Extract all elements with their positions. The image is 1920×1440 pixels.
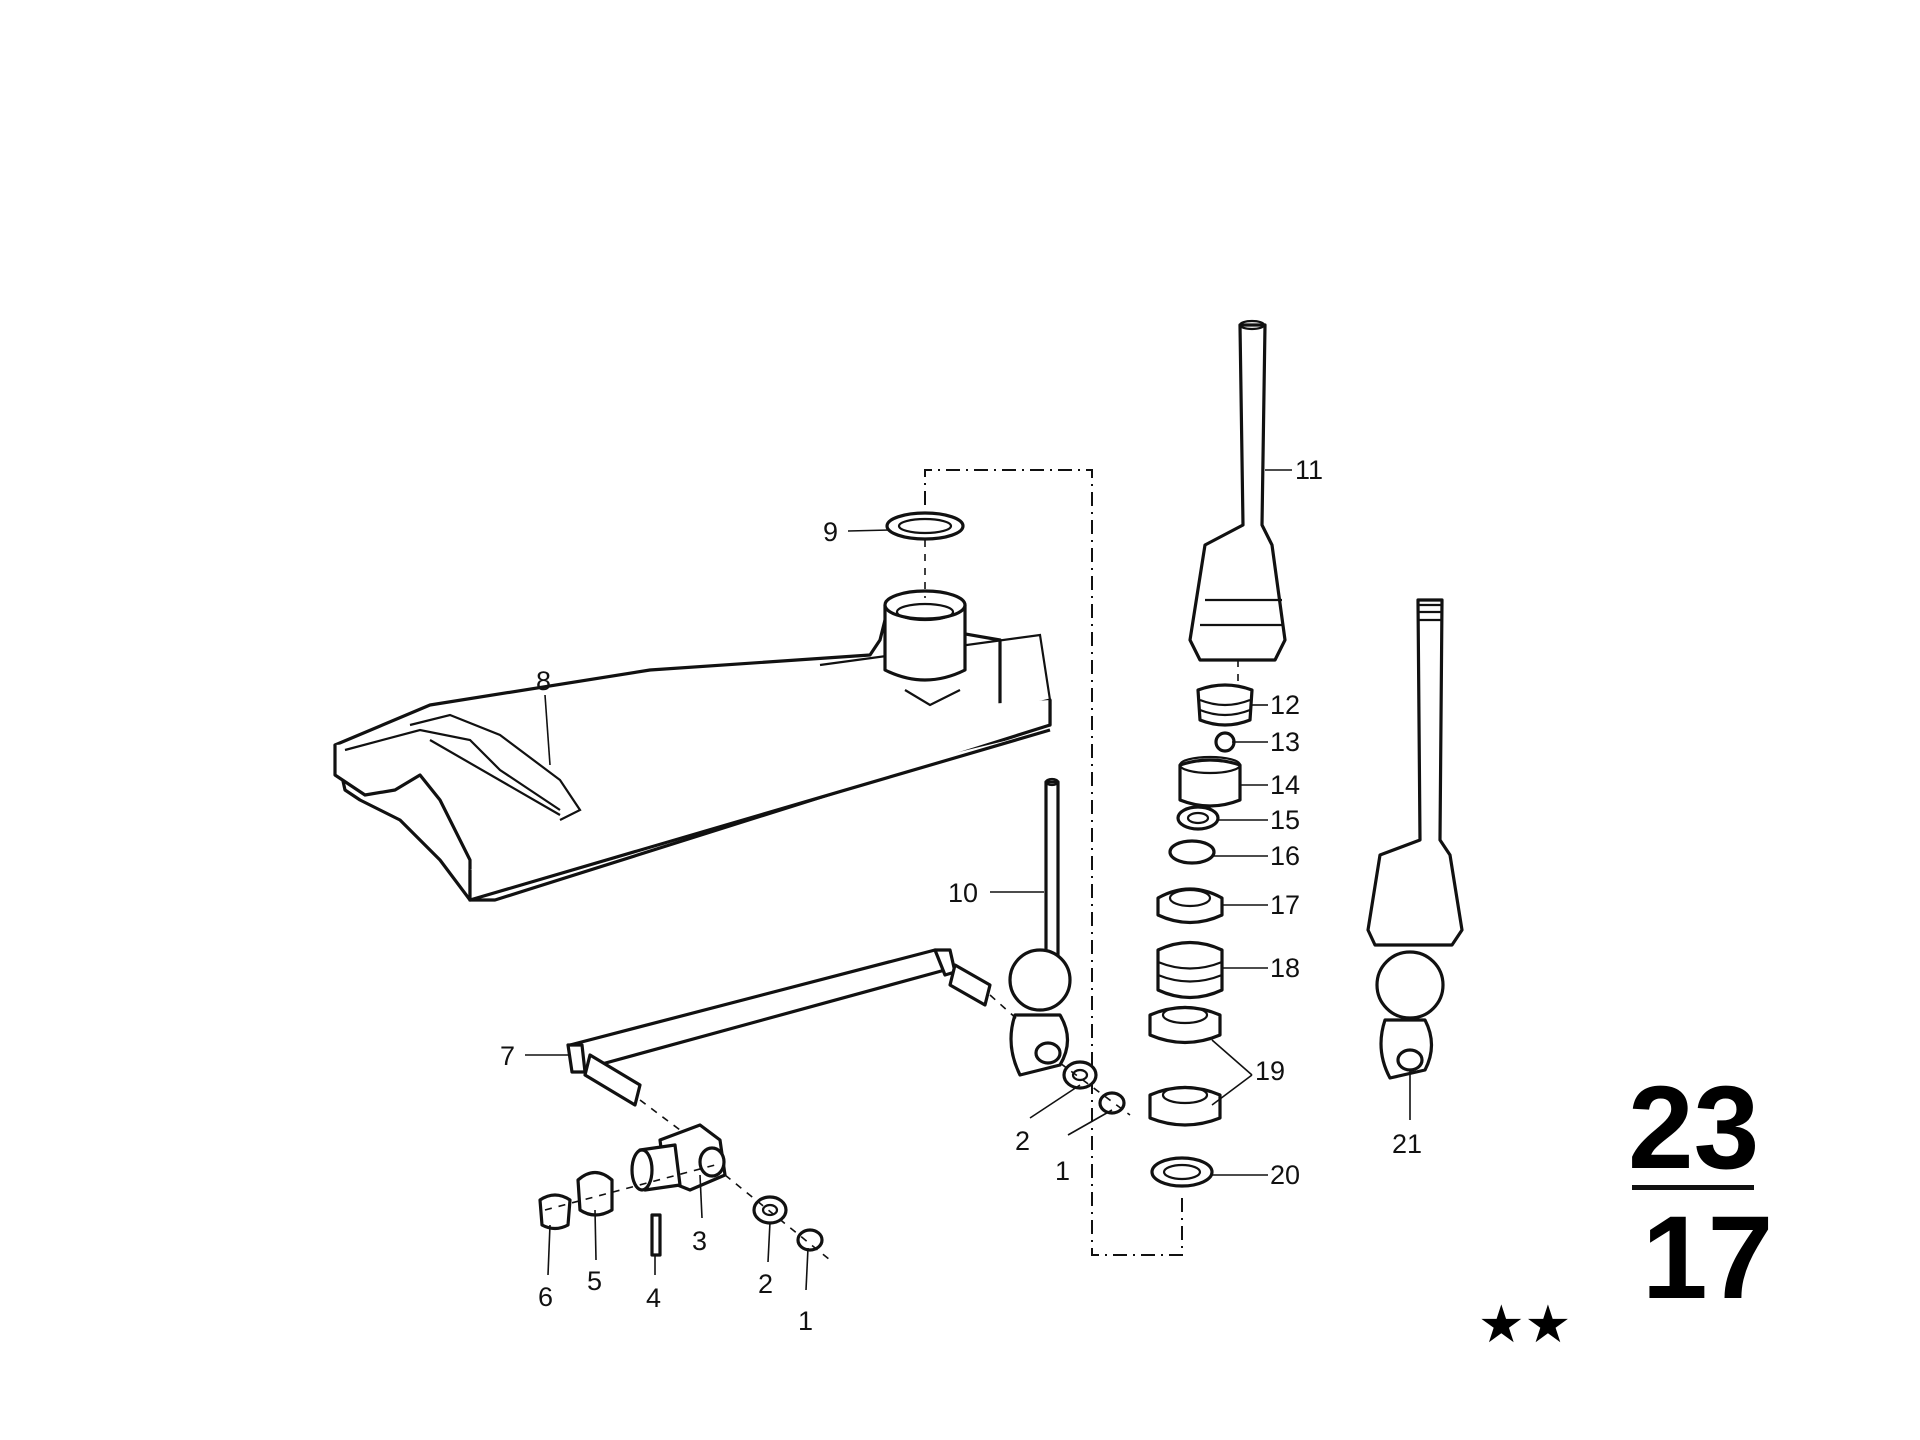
callout-10: 10 — [948, 878, 978, 908]
callout-18: 18 — [1270, 953, 1300, 983]
callout-labels: 9 8 10 7 11 12 13 14 15 16 17 18 19 20 2… — [500, 455, 1422, 1336]
ring-17 — [1156, 887, 1224, 925]
washer-2-right — [1062, 1060, 1098, 1090]
callout-2-left: 2 — [758, 1269, 773, 1299]
page-ref-divider — [1632, 1185, 1754, 1190]
selector-lever-10 — [1008, 777, 1072, 1077]
washer-15 — [1176, 805, 1220, 831]
spring-12 — [1196, 683, 1254, 727]
callout-20: 20 — [1270, 1160, 1300, 1190]
callout-1-left: 1 — [798, 1306, 813, 1336]
cap-6 — [538, 1193, 572, 1231]
assembly-guide-line — [924, 469, 1183, 1256]
bushing-19-bottom — [1148, 1085, 1222, 1127]
callout-9: 9 — [823, 517, 838, 547]
seat-14 — [1178, 755, 1242, 808]
circlip-1-left — [796, 1228, 824, 1252]
shift-rod-7 — [566, 948, 1019, 1131]
stars-mark: ★★ — [1478, 1295, 1571, 1355]
bushing-5 — [630, 1143, 682, 1192]
ball-13 — [1214, 731, 1236, 753]
callout-19: 19 — [1255, 1056, 1285, 1086]
ring-20 — [1150, 1156, 1214, 1188]
page-ref-bottom: 17 — [1642, 1192, 1773, 1324]
leader-lines — [525, 469, 1411, 1291]
gear-lever-11 — [1188, 319, 1287, 690]
callout-11: 11 — [1295, 455, 1323, 485]
circlip-16 — [1168, 839, 1216, 865]
callout-2-right: 2 — [1015, 1126, 1030, 1156]
washer-2-left — [752, 1195, 788, 1225]
callout-3: 3 — [692, 1226, 707, 1256]
callout-12: 12 — [1270, 690, 1300, 720]
callout-7: 7 — [500, 1041, 515, 1071]
callout-13: 13 — [1270, 727, 1300, 757]
bushing-19-top — [1148, 1005, 1222, 1045]
bracket-cup — [883, 589, 967, 707]
callout-4: 4 — [646, 1283, 661, 1313]
callout-17: 17 — [1270, 890, 1300, 920]
clip-5-ring — [576, 1170, 614, 1217]
callout-5: 5 — [587, 1266, 602, 1296]
spring-18 — [1156, 940, 1224, 1000]
callout-8: 8 — [536, 666, 551, 696]
callout-14: 14 — [1270, 770, 1300, 800]
page-ref-top: 23 — [1628, 1062, 1759, 1194]
callout-15: 15 — [1270, 805, 1300, 835]
callout-6: 6 — [538, 1282, 553, 1312]
callout-1-right: 1 — [1055, 1156, 1070, 1186]
callout-16: 16 — [1270, 841, 1300, 871]
assembly-line-left — [544, 1164, 716, 1211]
pin-4 — [650, 1213, 662, 1257]
circlip-9 — [885, 511, 965, 598]
page-reference: 23 17 ★★ — [1478, 1062, 1773, 1355]
gear-lever-assembly-21 — [1366, 598, 1464, 1080]
callout-21: 21 — [1392, 1129, 1422, 1159]
support-bracket — [333, 589, 1052, 902]
